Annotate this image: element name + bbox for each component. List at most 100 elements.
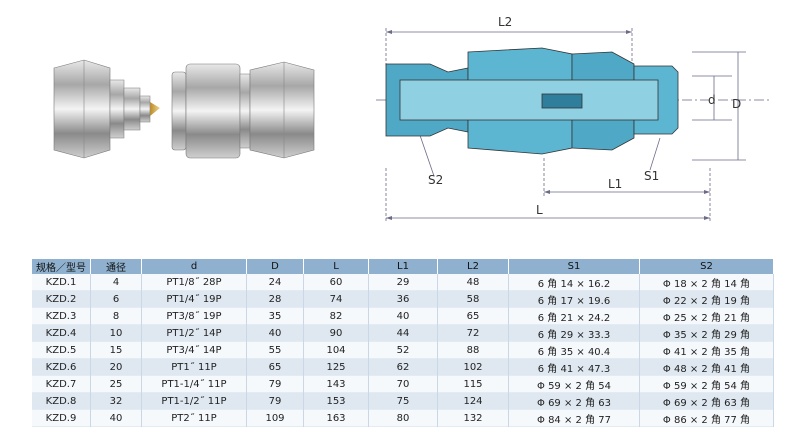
cell-bore: 8 [90, 307, 142, 325]
product-photo [53, 59, 315, 159]
cell-model: KZD.7 [32, 375, 91, 393]
label-s1: S1 [644, 169, 659, 183]
cell-model: KZD.6 [32, 358, 91, 376]
col-header-model: 规格／型号 [32, 259, 91, 274]
cell-S1: 6 角 29 × 33.3 [508, 324, 640, 342]
cell-L2: 48 [437, 274, 509, 291]
cell-bore: 40 [90, 409, 142, 427]
col-header-S1: S1 [508, 259, 640, 274]
cell-L2: 115 [437, 375, 509, 393]
col-header-L1: L1 [368, 259, 438, 274]
col-header-bore: 通径 [90, 259, 142, 274]
cell-D: 79 [246, 375, 304, 393]
cell-bore: 20 [90, 358, 142, 376]
cell-S2: Φ 41 × 2 角 35 角 [639, 341, 774, 359]
cell-D: 40 [246, 324, 304, 342]
cell-D: 55 [246, 341, 304, 359]
cell-L1: 80 [368, 409, 438, 427]
cell-d: PT1-1/4˝ 11P [141, 375, 247, 393]
cell-S2: Φ 22 × 2 角 19 角 [639, 290, 774, 308]
cell-D: 109 [246, 409, 304, 427]
cell-S1: Φ 84 × 2 角 77 [508, 409, 640, 427]
section-drawing: L2 d D S2 L1 S1 L [376, 15, 772, 222]
label-d: d [708, 93, 716, 107]
cell-S1: 6 角 35 × 40.4 [508, 341, 640, 359]
cell-L1: 44 [368, 324, 438, 342]
cell-bore: 32 [90, 392, 142, 410]
cell-d: PT2˝ 11P [141, 409, 247, 427]
cell-bore: 25 [90, 375, 142, 393]
cell-S1: Φ 59 × 2 角 54 [508, 375, 640, 393]
cell-model: KZD.2 [32, 290, 91, 308]
cell-d: PT1-1/2˝ 11P [141, 392, 247, 410]
cell-L: 163 [303, 409, 369, 427]
cell-L: 153 [303, 392, 369, 410]
cell-bore: 15 [90, 341, 142, 359]
col-header-S2: S2 [639, 259, 774, 274]
cell-S1: 6 角 17 × 19.6 [508, 290, 640, 308]
cell-L: 90 [303, 324, 369, 342]
cell-model: KZD.8 [32, 392, 91, 410]
cell-S1: Φ 69 × 2 角 63 [508, 392, 640, 410]
cell-D: 28 [246, 290, 304, 308]
cell-model: KZD.1 [32, 274, 91, 291]
cell-L1: 40 [368, 307, 438, 325]
cell-bore: 6 [90, 290, 142, 308]
cell-L: 143 [303, 375, 369, 393]
col-header-D: D [246, 259, 304, 274]
cell-S2: Φ 48 × 2 角 41 角 [639, 358, 774, 376]
cell-bore: 4 [90, 274, 142, 291]
cell-L: 82 [303, 307, 369, 325]
cell-L2: 72 [437, 324, 509, 342]
cell-d: PT1/8˝ 28P [141, 274, 247, 291]
cell-D: 24 [246, 274, 304, 291]
cell-L2: 58 [437, 290, 509, 308]
cell-d: PT3/8˝ 19P [141, 307, 247, 325]
cell-S2: Φ 18 × 2 角 14 角 [639, 274, 774, 291]
label-l1: L1 [608, 177, 622, 191]
label-D: D [732, 97, 741, 111]
cell-L2: 88 [437, 341, 509, 359]
cell-L1: 70 [368, 375, 438, 393]
cell-S1: 6 角 21 × 24.2 [508, 307, 640, 325]
cell-L2: 124 [437, 392, 509, 410]
col-header-d: d [141, 259, 247, 274]
cell-D: 35 [246, 307, 304, 325]
cell-S2: Φ 35 × 2 角 29 角 [639, 324, 774, 342]
cell-d: PT1/2˝ 14P [141, 324, 247, 342]
cell-L2: 65 [437, 307, 509, 325]
cell-D: 79 [246, 392, 304, 410]
cell-L1: 29 [368, 274, 438, 291]
cell-d: PT1/4˝ 19P [141, 290, 247, 308]
cell-S2: Φ 25 × 2 角 21 角 [639, 307, 774, 325]
female-socket [171, 61, 315, 159]
label-l: L [536, 203, 543, 217]
cell-L: 125 [303, 358, 369, 376]
cell-L1: 52 [368, 341, 438, 359]
col-header-L2: L2 [437, 259, 509, 274]
cell-model: KZD.3 [32, 307, 91, 325]
cell-L: 104 [303, 341, 369, 359]
cell-model: KZD.4 [32, 324, 91, 342]
cell-S2: Φ 69 × 2 角 63 角 [639, 392, 774, 410]
cell-S2: Φ 86 × 2 角 77 角 [639, 409, 774, 427]
cell-L: 74 [303, 290, 369, 308]
cell-L2: 132 [437, 409, 509, 427]
cell-L1: 75 [368, 392, 438, 410]
cell-d: PT3/4˝ 14P [141, 341, 247, 359]
cell-S1: 6 角 14 × 16.2 [508, 274, 640, 291]
cell-d: PT1˝ 11P [141, 358, 247, 376]
col-header-L: L [303, 259, 369, 274]
cell-L1: 62 [368, 358, 438, 376]
cell-D: 65 [246, 358, 304, 376]
cell-bore: 10 [90, 324, 142, 342]
